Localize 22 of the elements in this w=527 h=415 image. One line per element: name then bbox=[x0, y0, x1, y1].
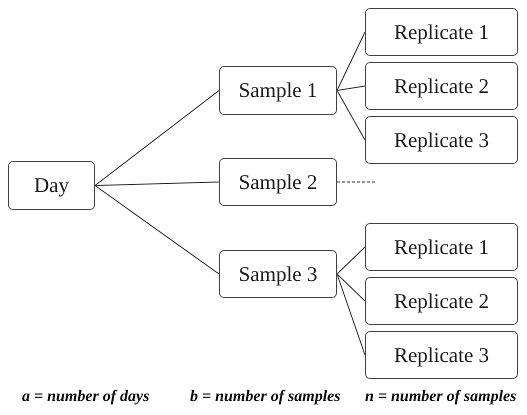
node-box: Replicate 2 bbox=[365, 62, 518, 110]
node-box: Sample 3 bbox=[219, 250, 337, 298]
connector-line bbox=[336, 90, 366, 140]
node-box: Replicate 2 bbox=[365, 277, 518, 325]
legend-note: b = number of samples bbox=[190, 387, 340, 407]
connector-line bbox=[336, 274, 366, 302]
connector-line bbox=[336, 32, 366, 91]
node-box: Replicate 1 bbox=[365, 8, 518, 56]
legend-note: n = number of samples bbox=[365, 387, 516, 407]
node-box: Day bbox=[8, 161, 95, 210]
connector-line bbox=[336, 274, 366, 356]
node-box: Sample 2 bbox=[219, 158, 337, 206]
legend-note: a = number of days bbox=[22, 387, 150, 407]
node-box: Replicate 3 bbox=[365, 116, 518, 164]
connector-line bbox=[94, 90, 220, 186]
connector-line bbox=[94, 182, 220, 186]
connector-line bbox=[94, 185, 220, 274]
connector-line bbox=[336, 246, 366, 274]
node-box: Replicate 3 bbox=[365, 331, 518, 379]
node-box: Sample 1 bbox=[219, 66, 337, 115]
node-box: Replicate 1 bbox=[365, 223, 518, 271]
connector-line bbox=[336, 86, 366, 91]
